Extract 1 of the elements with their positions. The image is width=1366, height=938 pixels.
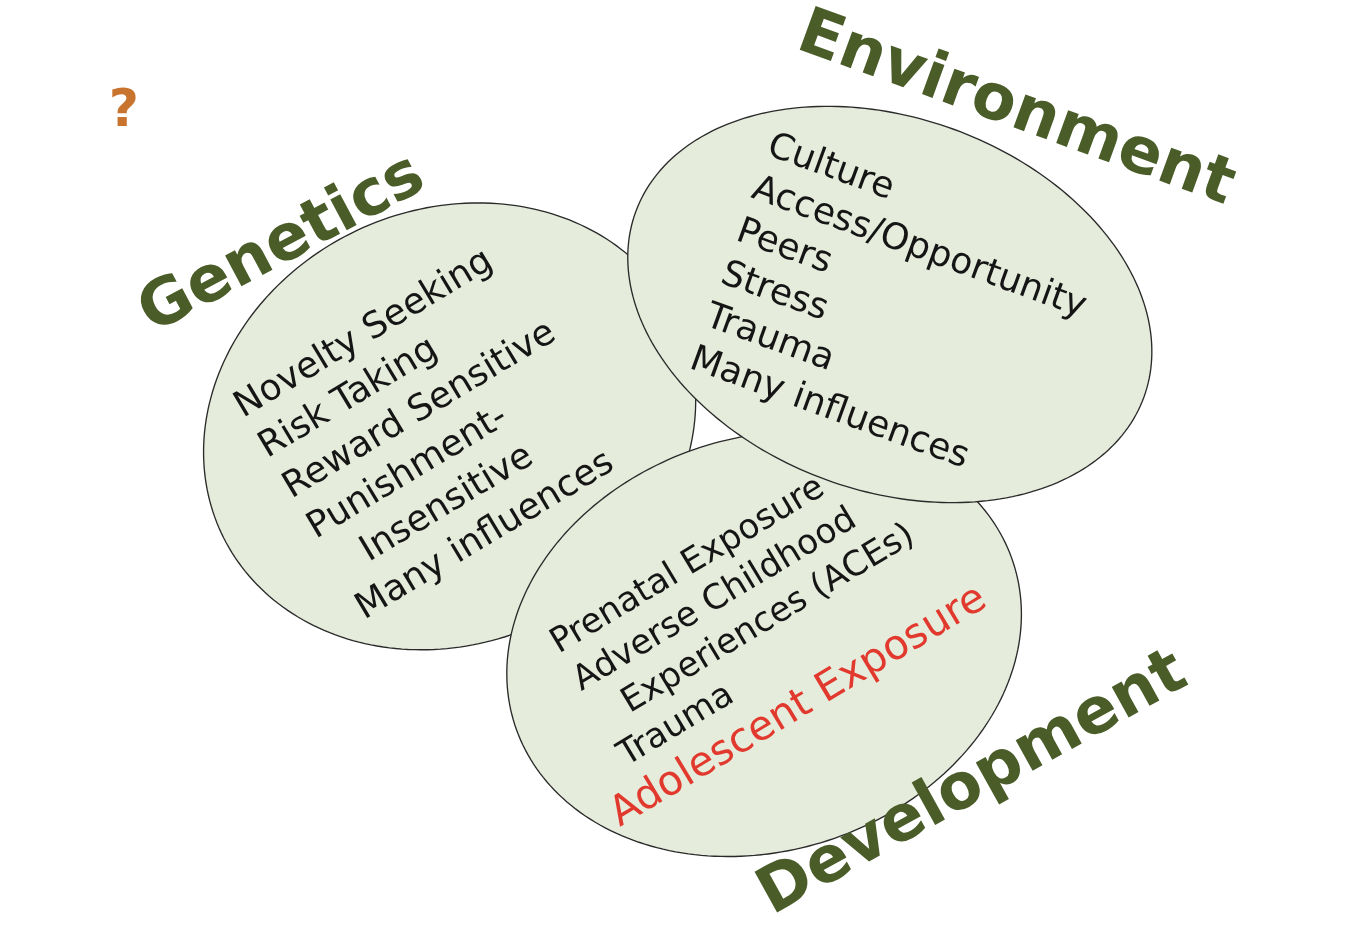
question-mark: ? — [108, 79, 139, 137]
